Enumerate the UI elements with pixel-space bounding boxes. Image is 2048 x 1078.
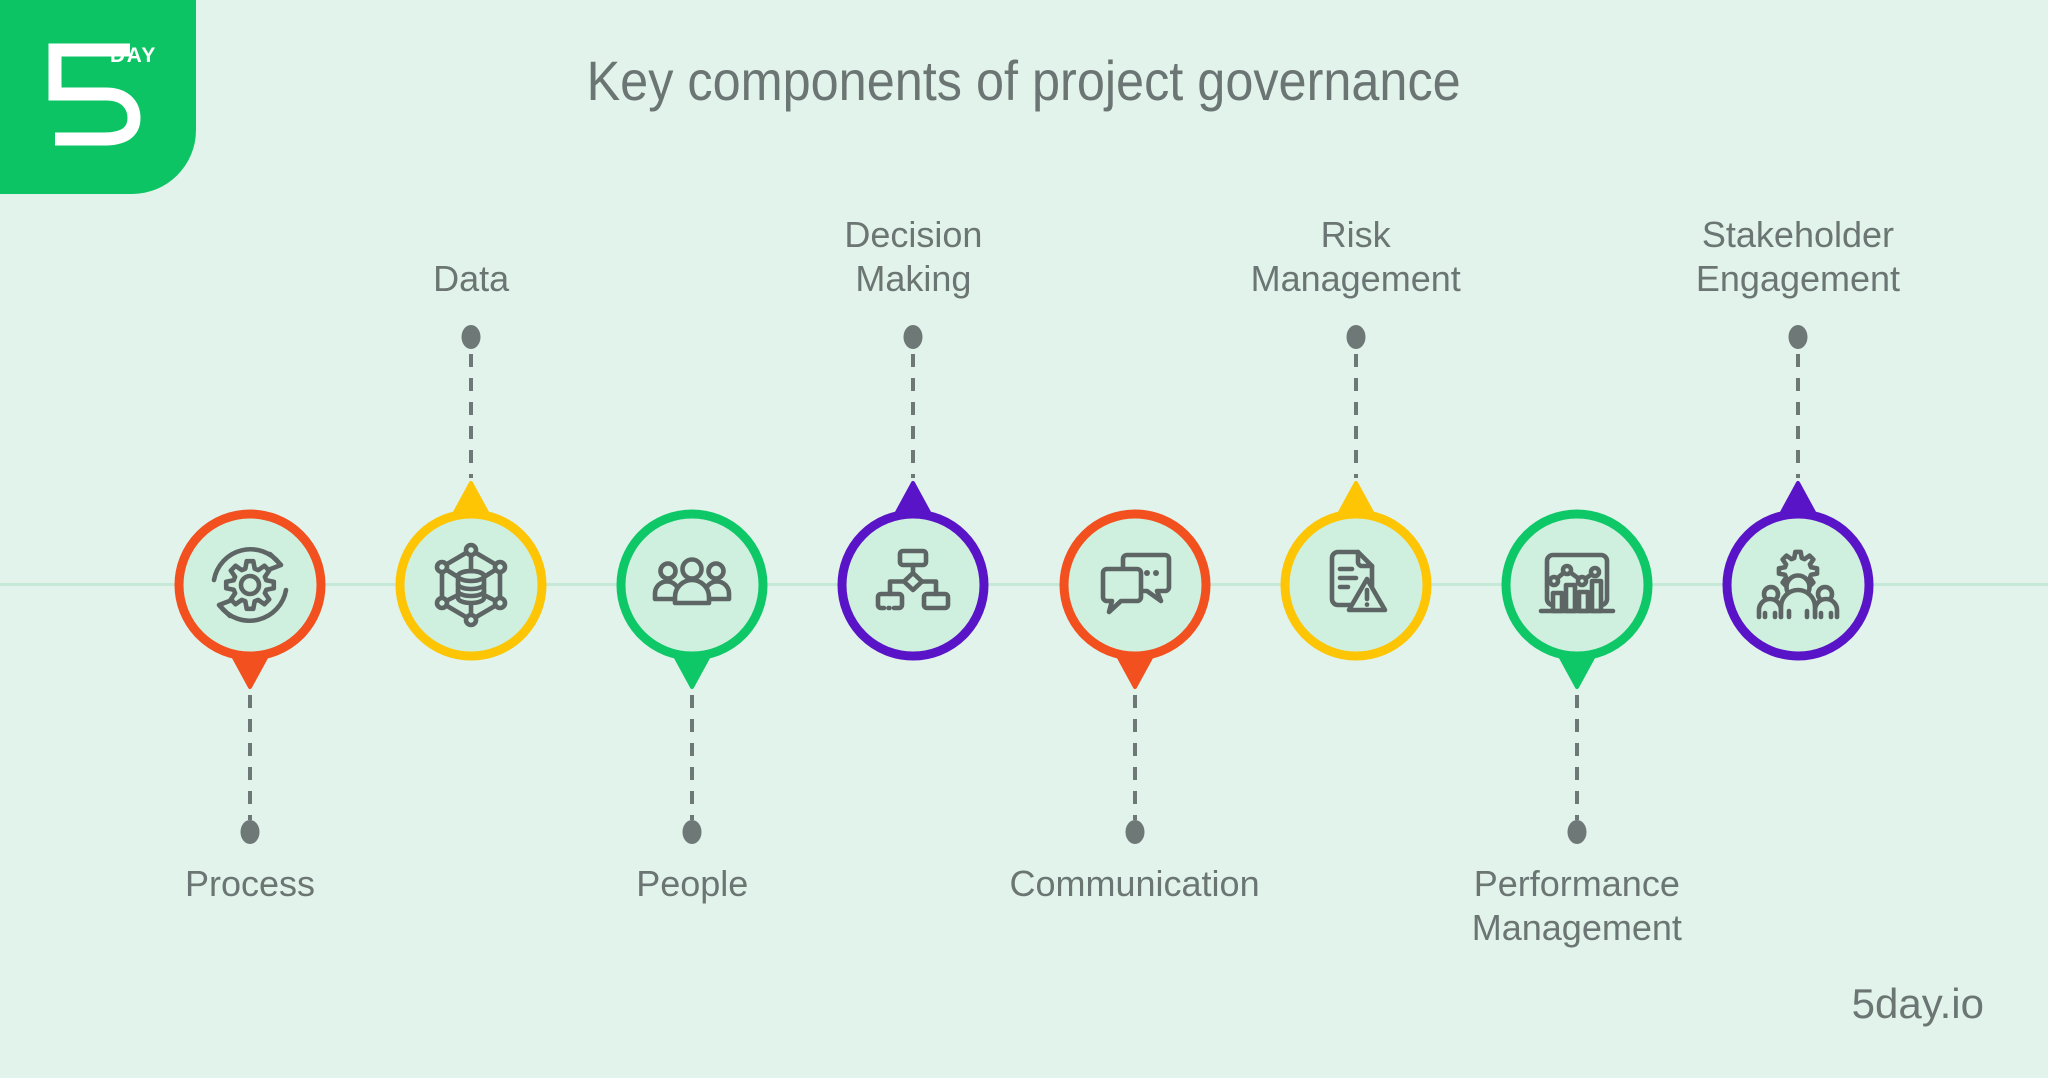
logo-5-glyph — [48, 43, 141, 146]
item-label: Decision Making — [844, 214, 983, 299]
decision-marker — [837, 481, 989, 661]
process-marker — [174, 509, 326, 689]
risk-marker — [1280, 481, 1432, 661]
timeline-item-risk-management: Risk Management — [1196, 0, 1516, 1078]
data-network-icon — [434, 542, 508, 628]
item-label: Data — [433, 258, 510, 299]
connector-dot — [1788, 325, 1808, 349]
connector-dot — [1567, 820, 1587, 844]
connector-line — [690, 695, 695, 820]
timeline-item-performance-management: Performance Management — [1417, 0, 1737, 1078]
timeline-item-stakeholder-engagement: Stakeholder Engagement — [1638, 0, 1958, 1078]
connector-dot — [903, 325, 923, 349]
timeline-axis — [0, 583, 2048, 586]
timeline-item-process: Process — [90, 0, 410, 1078]
people-group-icon — [652, 557, 732, 606]
risk-document-warning-icon — [1329, 549, 1387, 613]
timeline-item-data: Data — [311, 0, 631, 1078]
connector-line — [1574, 695, 1579, 820]
item-label: Process — [184, 863, 316, 904]
decision-flowchart-icon — [876, 548, 951, 611]
item-label: Stakeholder Engagement — [1695, 214, 1901, 299]
item-label: Performance Management — [1471, 863, 1682, 948]
people-marker — [616, 509, 768, 689]
communication-marker — [1059, 509, 1211, 689]
logo-day-text: DAY — [110, 44, 157, 67]
connector-line — [1353, 354, 1358, 478]
item-label: Communication — [1009, 863, 1260, 904]
connector-line — [1795, 354, 1800, 478]
stakeholder-gear-people-icon — [1756, 552, 1840, 620]
timeline-item-communication: Communication — [975, 0, 1295, 1078]
process-cycle-gear-icon — [211, 547, 289, 623]
performance-chart-icon — [1538, 552, 1616, 614]
connector-dot — [1125, 820, 1145, 844]
connector-dot — [461, 325, 481, 349]
item-label: Risk Management — [1250, 214, 1461, 299]
performance-marker — [1501, 509, 1653, 689]
chat-bubbles-icon — [1100, 552, 1171, 615]
connector-dot — [240, 820, 260, 844]
timeline-item-people: People — [532, 0, 852, 1078]
connector-dot — [1346, 325, 1366, 349]
data-marker — [395, 481, 547, 661]
connector-dot — [682, 820, 702, 844]
stakeholder-marker — [1722, 481, 1874, 661]
connector-line — [911, 354, 916, 478]
page-title: Key components of project governance — [586, 49, 1462, 112]
connector-line — [1132, 695, 1137, 820]
5day-logo: DAY — [0, 0, 196, 194]
connector-line — [469, 354, 474, 478]
timeline-item-decision-making: Decision Making — [753, 0, 1073, 1078]
item-label: People — [636, 863, 749, 904]
connector-line — [248, 695, 252, 820]
footer-site-name: 5day.io — [1851, 980, 1984, 1027]
